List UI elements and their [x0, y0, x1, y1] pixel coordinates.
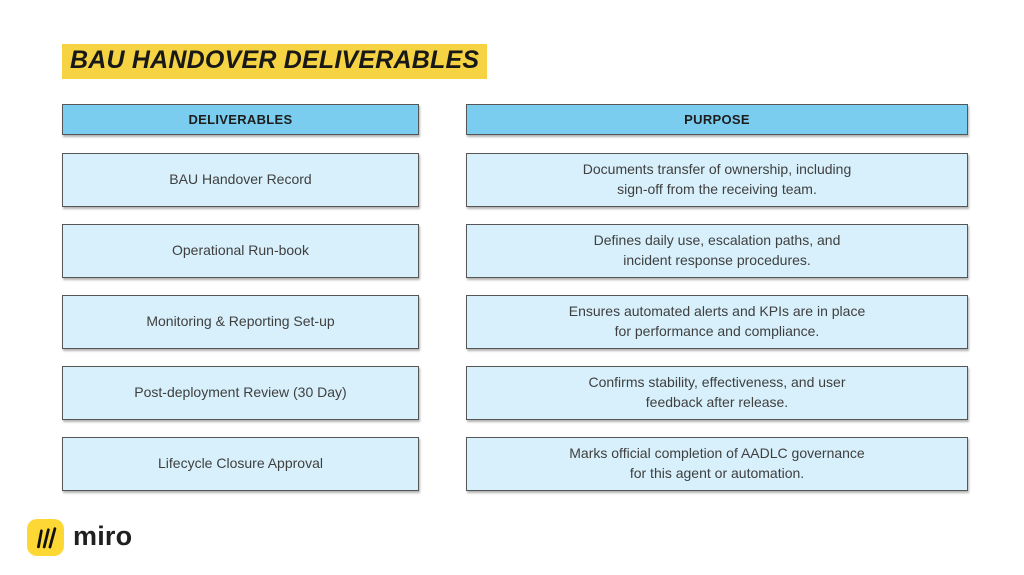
page-title: BAU HANDOVER DELIVERABLES — [62, 44, 488, 79]
deliverables-column: DELIVERABLES BAU Handover Record Operati… — [62, 104, 419, 491]
purpose-cell-1: Documents transfer of ownership, includi… — [466, 153, 968, 207]
purpose-cell-4-line-2: feedback after release. — [645, 394, 789, 410]
deliverable-cell-4: Post-deployment Review (30 Day) — [62, 366, 419, 420]
purpose-cell-5: Marks official completion of AADLC gover… — [466, 437, 968, 491]
purpose-header: PURPOSE — [466, 104, 968, 135]
purpose-cell-3-line-2: for performance and compliance. — [614, 323, 820, 339]
miro-logo-wordmark: miro — [73, 520, 133, 551]
purpose-cell-3: Ensures automated alerts and KPIs are in… — [466, 295, 968, 349]
purpose-cell-3-line-1: Ensures automated alerts and KPIs are in… — [568, 303, 866, 320]
purpose-cell-5-line-1: Marks official completion of AADLC gover… — [569, 445, 865, 462]
deliverable-cell-1: BAU Handover Record — [62, 153, 419, 207]
purpose-column: PURPOSE Documents transfer of ownership,… — [466, 104, 968, 491]
purpose-cell-5-line-2: for this agent or automation. — [629, 465, 805, 481]
purpose-cell-1-line-2: sign-off from the receiving team. — [617, 181, 817, 197]
miro-logo-icon — [27, 519, 64, 556]
deliverable-cell-3: Monitoring & Reporting Set-up — [62, 295, 419, 349]
purpose-cell-1-line-1: Documents transfer of ownership, includi… — [582, 161, 852, 178]
deliverable-cell-2: Operational Run-book — [62, 224, 419, 278]
deliverables-header: DELIVERABLES — [62, 104, 419, 135]
title-highlight: BAU HANDOVER DELIVERABLES — [62, 44, 488, 79]
miro-logo: miro — [27, 519, 132, 556]
deliverable-cell-5: Lifecycle Closure Approval — [62, 437, 419, 491]
purpose-cell-2-line-1: Defines daily use, escalation paths, and — [593, 232, 841, 249]
page-title-text: BAU HANDOVER DELIVERABLES — [70, 46, 480, 74]
purpose-cell-2: Defines daily use, escalation paths, and… — [466, 224, 968, 278]
purpose-cell-4: Confirms stability, effectiveness, and u… — [466, 366, 968, 420]
purpose-cell-2-line-2: incident response procedures. — [623, 252, 811, 268]
purpose-cell-4-line-1: Confirms stability, effectiveness, and u… — [588, 374, 846, 391]
